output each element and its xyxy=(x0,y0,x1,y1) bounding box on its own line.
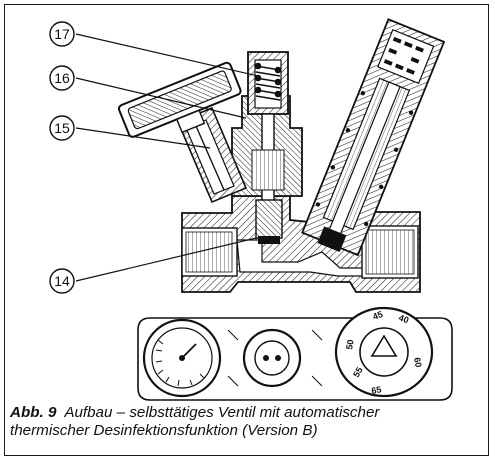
callout-16: 16 xyxy=(49,65,75,91)
valve-top-view: 45 40 50 55 60 65 xyxy=(137,306,453,401)
svg-text:14: 14 xyxy=(54,273,70,289)
thermal-disinfection-cartridge xyxy=(301,18,446,257)
svg-text:45: 45 xyxy=(371,309,384,322)
callout-15: 15 xyxy=(49,115,75,141)
figure-label: Abb. 9 xyxy=(10,404,57,421)
svg-text:60: 60 xyxy=(412,357,424,369)
figure-caption: Abb. 9 Aufbau – selbsttätiges Ventil mit… xyxy=(10,404,490,440)
caption-line-1: Aufbau – selbsttätiges Ventil mit automa… xyxy=(64,404,380,421)
svg-text:50: 50 xyxy=(344,339,356,351)
caption-line-2: thermischer Desinfektionsfunktion (Versi… xyxy=(10,422,318,439)
spring-cartridge xyxy=(231,51,303,244)
svg-text:55: 55 xyxy=(351,365,365,379)
thermometer-assembly xyxy=(117,61,248,204)
thermometer-dial xyxy=(142,318,222,398)
svg-text:40: 40 xyxy=(397,312,410,325)
temperature-setting-dial: 45 40 50 55 60 65 xyxy=(334,306,434,398)
svg-text:16: 16 xyxy=(54,70,70,86)
callout-leaders xyxy=(75,33,259,282)
svg-text:15: 15 xyxy=(54,120,70,136)
valve-body xyxy=(181,195,421,293)
callout-14: 14 xyxy=(49,268,75,294)
center-cap xyxy=(242,328,302,388)
callout-17: 17 xyxy=(49,21,75,47)
svg-text:65: 65 xyxy=(371,384,383,396)
svg-text:17: 17 xyxy=(54,26,70,42)
